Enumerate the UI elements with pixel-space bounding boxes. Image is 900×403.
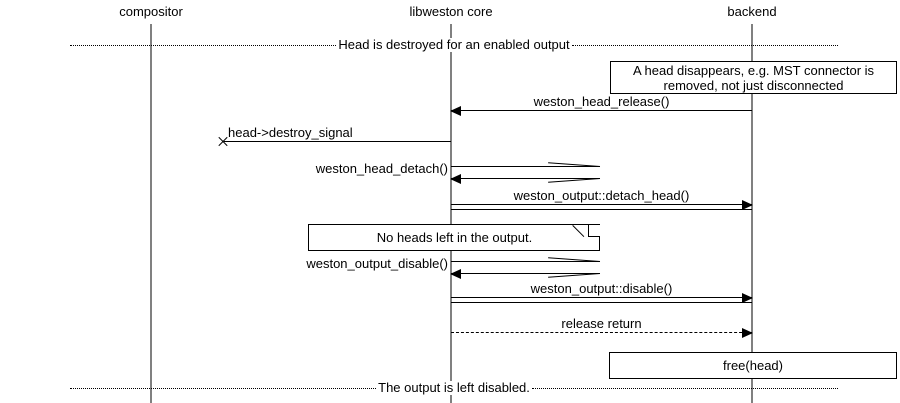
self-message-weston-head-detach: weston_head_detach() bbox=[316, 161, 601, 184]
separator-rule-left bbox=[70, 387, 377, 389]
message-weston-output-detach-head: weston_output::detach_head() bbox=[451, 188, 753, 210]
message-label: weston_output::detach_head() bbox=[513, 188, 690, 203]
head-disappears-note-line2: removed, not just disconnected bbox=[663, 77, 844, 93]
self-message-top-line bbox=[451, 166, 600, 167]
no-heads-left-note-text: No heads left in the output. bbox=[376, 230, 533, 245]
head-disappears-note-line1: A head disappears, e.g. MST connector is bbox=[632, 62, 875, 78]
lost-message-x-icon bbox=[217, 135, 229, 147]
lifeline-line-backend bbox=[751, 24, 753, 403]
message-return-underline bbox=[451, 302, 752, 303]
message-return-underline bbox=[451, 209, 752, 210]
message-shaft bbox=[224, 141, 451, 142]
self-message-bottom-line bbox=[451, 273, 600, 274]
message-release-return: release return bbox=[451, 316, 753, 338]
lifeline-header-compositor: compositor bbox=[119, 4, 183, 19]
head-disappears-note-text: A head disappears, e.g. MST connector is… bbox=[633, 63, 874, 93]
message-shaft bbox=[451, 204, 752, 205]
message-weston-output-disable-call: weston_output::disable() bbox=[451, 281, 753, 303]
message-shaft bbox=[451, 297, 752, 298]
arrowhead-left-icon bbox=[450, 269, 461, 279]
separator-top-caption: Head is destroyed for an enabled output bbox=[336, 37, 572, 52]
note-fold-corner-icon bbox=[588, 225, 600, 237]
self-message-label: weston_head_detach() bbox=[315, 161, 448, 176]
message-weston-head-release: weston_head_release() bbox=[450, 94, 752, 116]
arrowhead-left-icon bbox=[450, 174, 461, 184]
lifeline-line-libweston-core bbox=[450, 24, 452, 403]
self-message-bottom-line bbox=[451, 178, 600, 179]
separator-bottom: The output is left disabled. bbox=[70, 380, 839, 395]
separator-rule-left bbox=[70, 44, 337, 46]
lifeline-header-libweston-core: libweston core bbox=[409, 4, 493, 19]
no-heads-left-note-edge bbox=[599, 225, 600, 250]
free-head-box-text: free(head) bbox=[723, 358, 783, 373]
head-disappears-note: A head disappears, e.g. MST connector is… bbox=[610, 61, 897, 94]
message-shaft bbox=[451, 110, 752, 111]
self-message-top-line bbox=[451, 261, 600, 262]
free-head-box: free(head) bbox=[609, 352, 897, 379]
lifeline-header-backend: backend bbox=[727, 4, 777, 19]
arrowhead-right-icon bbox=[742, 199, 753, 210]
separator-rule-right bbox=[531, 387, 839, 389]
self-message-weston-output-disable: weston_output_disable() bbox=[306, 256, 601, 279]
arrowhead-left-icon bbox=[450, 105, 461, 116]
separator-top: Head is destroyed for an enabled output bbox=[70, 38, 838, 52]
separator-bottom-caption: The output is left disabled. bbox=[376, 380, 532, 395]
lifeline-line-compositor bbox=[150, 24, 152, 403]
message-label: weston_output::disable() bbox=[530, 281, 673, 296]
separator-rule-right bbox=[571, 44, 838, 46]
message-label: weston_head_release() bbox=[533, 94, 670, 109]
no-heads-left-note: No heads left in the output. bbox=[308, 224, 600, 251]
self-message-label: weston_output_disable() bbox=[306, 256, 448, 271]
arrowhead-right-icon bbox=[742, 292, 753, 303]
note-fold-diagonal-icon bbox=[572, 225, 585, 238]
message-head-destroy-signal: head->destroy_signal bbox=[224, 125, 451, 142]
message-label: head->destroy_signal bbox=[228, 125, 353, 140]
message-shaft-dashed bbox=[451, 332, 752, 333]
arrowhead-right-icon bbox=[742, 327, 753, 338]
message-label: release return bbox=[561, 316, 642, 331]
